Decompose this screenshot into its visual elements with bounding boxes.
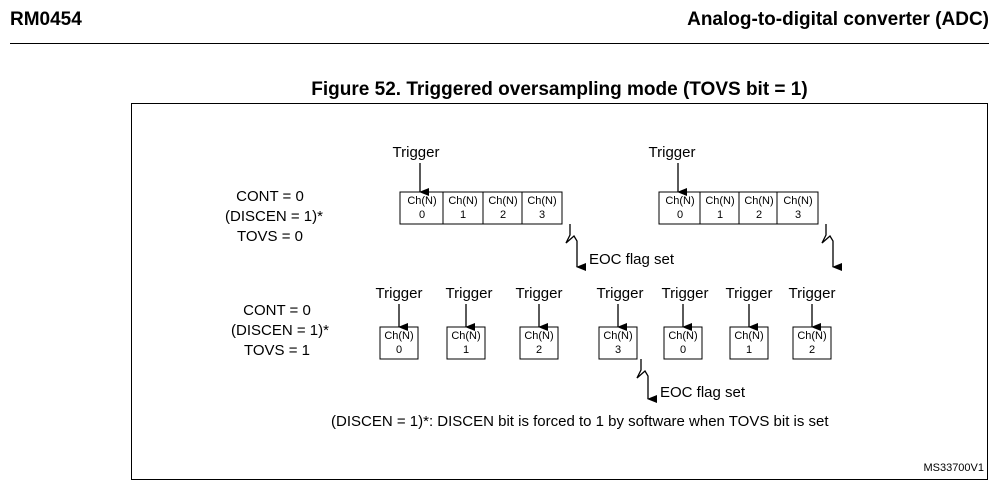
row1-trigger-label: Trigger <box>393 144 440 161</box>
row2-trigger-label: Trigger <box>662 285 709 302</box>
channel-cell-label: Ch(N) <box>524 330 553 342</box>
row2-setting-cont: CONT = 0 <box>243 302 311 319</box>
row2-item-4: Trigger Ch(N) 3 <box>597 285 644 360</box>
channel-cell-label: Ch(N) <box>734 330 763 342</box>
channel-cell-label: Ch(N) <box>384 330 413 342</box>
channel-cell-label: Ch(N) <box>448 195 477 207</box>
channel-cell-label: Ch(N) <box>665 195 694 207</box>
channel-cell-index: 0 <box>680 344 686 356</box>
row1-sequence-1: Ch(N) Ch(N) Ch(N) Ch(N) 0 1 2 3 <box>399 191 563 225</box>
channel-cell-index: 0 <box>396 344 402 356</box>
channel-cell-index: 2 <box>756 209 762 221</box>
row2-trigger-label: Trigger <box>446 285 493 302</box>
channel-cell-index: 3 <box>795 209 801 221</box>
channel-cell-index: 1 <box>463 344 469 356</box>
channel-cell-label: Ch(N) <box>797 330 826 342</box>
channel-cell-label: Ch(N) <box>668 330 697 342</box>
channel-cell-label: Ch(N) <box>488 195 517 207</box>
row2-trigger-label: Trigger <box>789 285 836 302</box>
row2-trigger-label: Trigger <box>726 285 773 302</box>
row2-setting-tovs: TOVS = 1 <box>244 342 310 359</box>
channel-cell-label: Ch(N) <box>603 330 632 342</box>
row2-trigger-label: Trigger <box>597 285 644 302</box>
row2-item-1: Trigger Ch(N) 0 <box>376 285 423 360</box>
channel-cell-index: 0 <box>677 209 683 221</box>
figure-title: Figure 52. Triggered oversampling mode (… <box>311 79 808 100</box>
figure-ref-id: MS33700V1 <box>923 462 984 474</box>
channel-cell-index: 3 <box>539 209 545 221</box>
document-id: RM0454 <box>10 9 82 30</box>
row2-trigger-label: Trigger <box>376 285 423 302</box>
section-title: Analog-to-digital converter (ADC) <box>687 9 989 30</box>
channel-cell-index: 3 <box>615 344 621 356</box>
row2-item-5: Trigger Ch(N) 0 <box>662 285 709 360</box>
row1-eoc-label: EOC flag set <box>589 251 675 268</box>
channel-cell-label: Ch(N) <box>451 330 480 342</box>
row2-item-3: Trigger Ch(N) 2 <box>516 285 563 360</box>
channel-cell-label: Ch(N) <box>744 195 773 207</box>
row1-eoc-arrow-1 <box>565 224 586 271</box>
channel-cell-label: Ch(N) <box>705 195 734 207</box>
row1-trigger-label: Trigger <box>649 144 696 161</box>
header-rule <box>10 43 989 44</box>
channel-cell-index: 0 <box>419 209 425 221</box>
row1-setting-cont: CONT = 0 <box>236 188 304 205</box>
channel-cell-label: Ch(N) <box>407 195 436 207</box>
row1-sequence-2: Ch(N) Ch(N) Ch(N) Ch(N) 0 1 2 3 <box>658 191 819 225</box>
row1-eoc-arrow-2 <box>821 224 842 271</box>
row1-setting-tovs: TOVS = 0 <box>237 228 303 245</box>
channel-cell-index: 2 <box>809 344 815 356</box>
row2-eoc-label: EOC flag set <box>660 384 746 401</box>
row2-setting-discen: (DISCEN = 1)* <box>231 322 329 339</box>
channel-cell-index: 2 <box>536 344 542 356</box>
channel-cell-index: 1 <box>460 209 466 221</box>
channel-cell-index: 1 <box>717 209 723 221</box>
channel-cell-index: 1 <box>746 344 752 356</box>
row2-trigger-label: Trigger <box>516 285 563 302</box>
channel-cell-label: Ch(N) <box>783 195 812 207</box>
channel-cell-label: Ch(N) <box>527 195 556 207</box>
row2-item-7: Trigger Ch(N) 2 <box>789 285 836 360</box>
channel-cell-index: 2 <box>500 209 506 221</box>
row2-item-2: Trigger Ch(N) 1 <box>446 285 493 360</box>
row2-eoc-arrow <box>636 359 657 403</box>
row2-item-6: Trigger Ch(N) 1 <box>726 285 773 360</box>
figure-frame <box>131 103 988 480</box>
footnote: (DISCEN = 1)*: DISCEN bit is forced to 1… <box>331 413 829 430</box>
row1-setting-discen: (DISCEN = 1)* <box>225 208 323 225</box>
